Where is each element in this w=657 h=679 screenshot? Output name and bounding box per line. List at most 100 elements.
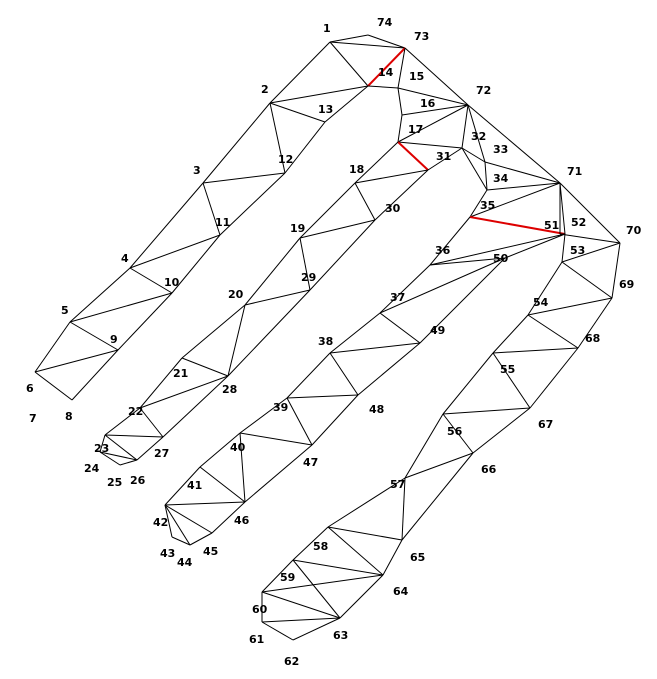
edge-14-15: [367, 85, 399, 89]
edge-39-48: [286, 394, 359, 399]
edge-2-14: [269, 85, 369, 104]
edge-20-28: [227, 304, 246, 377]
edge-32-34: [461, 147, 488, 191]
vertex-label-27: 27: [154, 447, 169, 460]
edge-12-11: [219, 172, 286, 236]
mesh-edges: [34, 34, 621, 641]
edge-21-22: [139, 357, 183, 409]
vertex-label-18: 18: [349, 163, 364, 176]
edge-56-67: [442, 407, 531, 415]
edge-1-73: [329, 41, 406, 49]
vertex-label-30: 30: [385, 202, 401, 215]
vertex-label-13: 13: [318, 103, 333, 116]
edge-25-26: [119, 459, 138, 466]
edge-65-66: [401, 452, 474, 541]
edge-30-31: [374, 169, 429, 221]
vertex-label-59: 59: [280, 571, 295, 584]
vertex-label-54: 54: [533, 296, 549, 309]
vertex-label-2: 2: [261, 83, 269, 96]
edge-33-71: [484, 161, 561, 184]
edge-15-16: [397, 87, 403, 116]
vertex-label-56: 56: [447, 425, 463, 438]
edge-26-27: [136, 436, 164, 461]
vertex-label-65: 65: [410, 551, 425, 564]
vertex-label-3: 3: [193, 164, 201, 177]
edge-16-17: [397, 114, 403, 143]
edge-2-12: [269, 102, 286, 174]
edge-59-60: [261, 559, 294, 593]
edge-72-71: [467, 104, 561, 184]
vertex-label-12: 12: [278, 153, 293, 166]
vertex-label-61: 61: [249, 633, 264, 646]
vertex-label-7: 7: [29, 412, 37, 425]
edge-67-68: [529, 347, 579, 409]
edge-70-71: [559, 182, 621, 244]
edge-54-55: [492, 314, 529, 354]
edge-22-27: [139, 407, 164, 438]
vertex-label-57: 57: [390, 478, 405, 491]
vertex-label-20: 20: [228, 288, 244, 301]
edge-59-63: [292, 559, 341, 619]
edge-18-30: [354, 182, 376, 221]
edge-51-71: [559, 182, 566, 235]
edge-4-10: [129, 267, 173, 294]
vertex-label-67: 67: [538, 418, 553, 431]
vertex-label-43: 43: [160, 547, 175, 560]
edge-2-13: [269, 102, 326, 123]
edge-40-46: [239, 432, 246, 503]
vertex-label-73: 73: [414, 30, 429, 43]
edge-19-29: [299, 237, 311, 291]
vertex-label-10: 10: [164, 276, 180, 289]
edge-5-6: [34, 321, 71, 373]
edge-37-50: [379, 257, 506, 314]
vertex-label-32: 32: [471, 130, 486, 143]
vertex-label-52: 52: [571, 216, 586, 229]
edge-21-28: [181, 357, 229, 377]
edge-60-64: [261, 574, 384, 593]
vertex-label-35: 35: [480, 199, 495, 212]
highlighted-edge-14-73: [367, 47, 406, 87]
edge-72-33: [467, 104, 486, 163]
edge-59-64: [292, 559, 384, 576]
vertex-label-66: 66: [481, 463, 497, 476]
vertex-label-11: 11: [215, 216, 230, 229]
edge-43-44: [171, 536, 191, 546]
edge-12-13: [284, 121, 326, 174]
vertex-label-1: 1: [323, 22, 331, 35]
edge-56-57: [404, 413, 444, 479]
edge-45-46: [211, 501, 246, 534]
edge-16-72: [401, 104, 469, 116]
vertex-label-9: 9: [110, 333, 118, 346]
edge-44-45: [189, 532, 213, 546]
edge-33-34: [484, 161, 488, 191]
vertex-label-46: 46: [234, 514, 250, 527]
edge-29-30: [309, 219, 376, 291]
edge-22-23: [104, 407, 141, 436]
edge-22-28: [139, 375, 229, 409]
edge-56-66: [442, 413, 474, 454]
vertex-label-50: 50: [493, 252, 509, 265]
vertex-label-40: 40: [230, 441, 246, 454]
vertex-label-33: 33: [493, 143, 508, 156]
vertex-label-26: 26: [130, 474, 146, 487]
edge-57-65: [401, 477, 406, 541]
vertex-label-24: 24: [84, 462, 100, 475]
vertex-label-58: 58: [313, 540, 328, 553]
edge-38-49: [329, 342, 421, 354]
vertex-label-64: 64: [393, 585, 409, 598]
edge-36-37: [379, 264, 431, 314]
vertex-label-15: 15: [409, 70, 424, 83]
edge-41-42: [164, 466, 201, 506]
edge-20-21: [181, 304, 246, 359]
edge-6-9: [34, 349, 119, 373]
vertex-label-41: 41: [187, 479, 202, 492]
edge-32-33: [461, 147, 486, 163]
edge-48-49: [357, 342, 421, 396]
edge-34-71: [486, 182, 561, 191]
edge-10-9: [117, 292, 173, 351]
vertex-label-49: 49: [430, 324, 445, 337]
edge-58-65: [327, 526, 403, 541]
edge-55-68: [492, 347, 579, 354]
edge-13-14: [324, 85, 369, 123]
